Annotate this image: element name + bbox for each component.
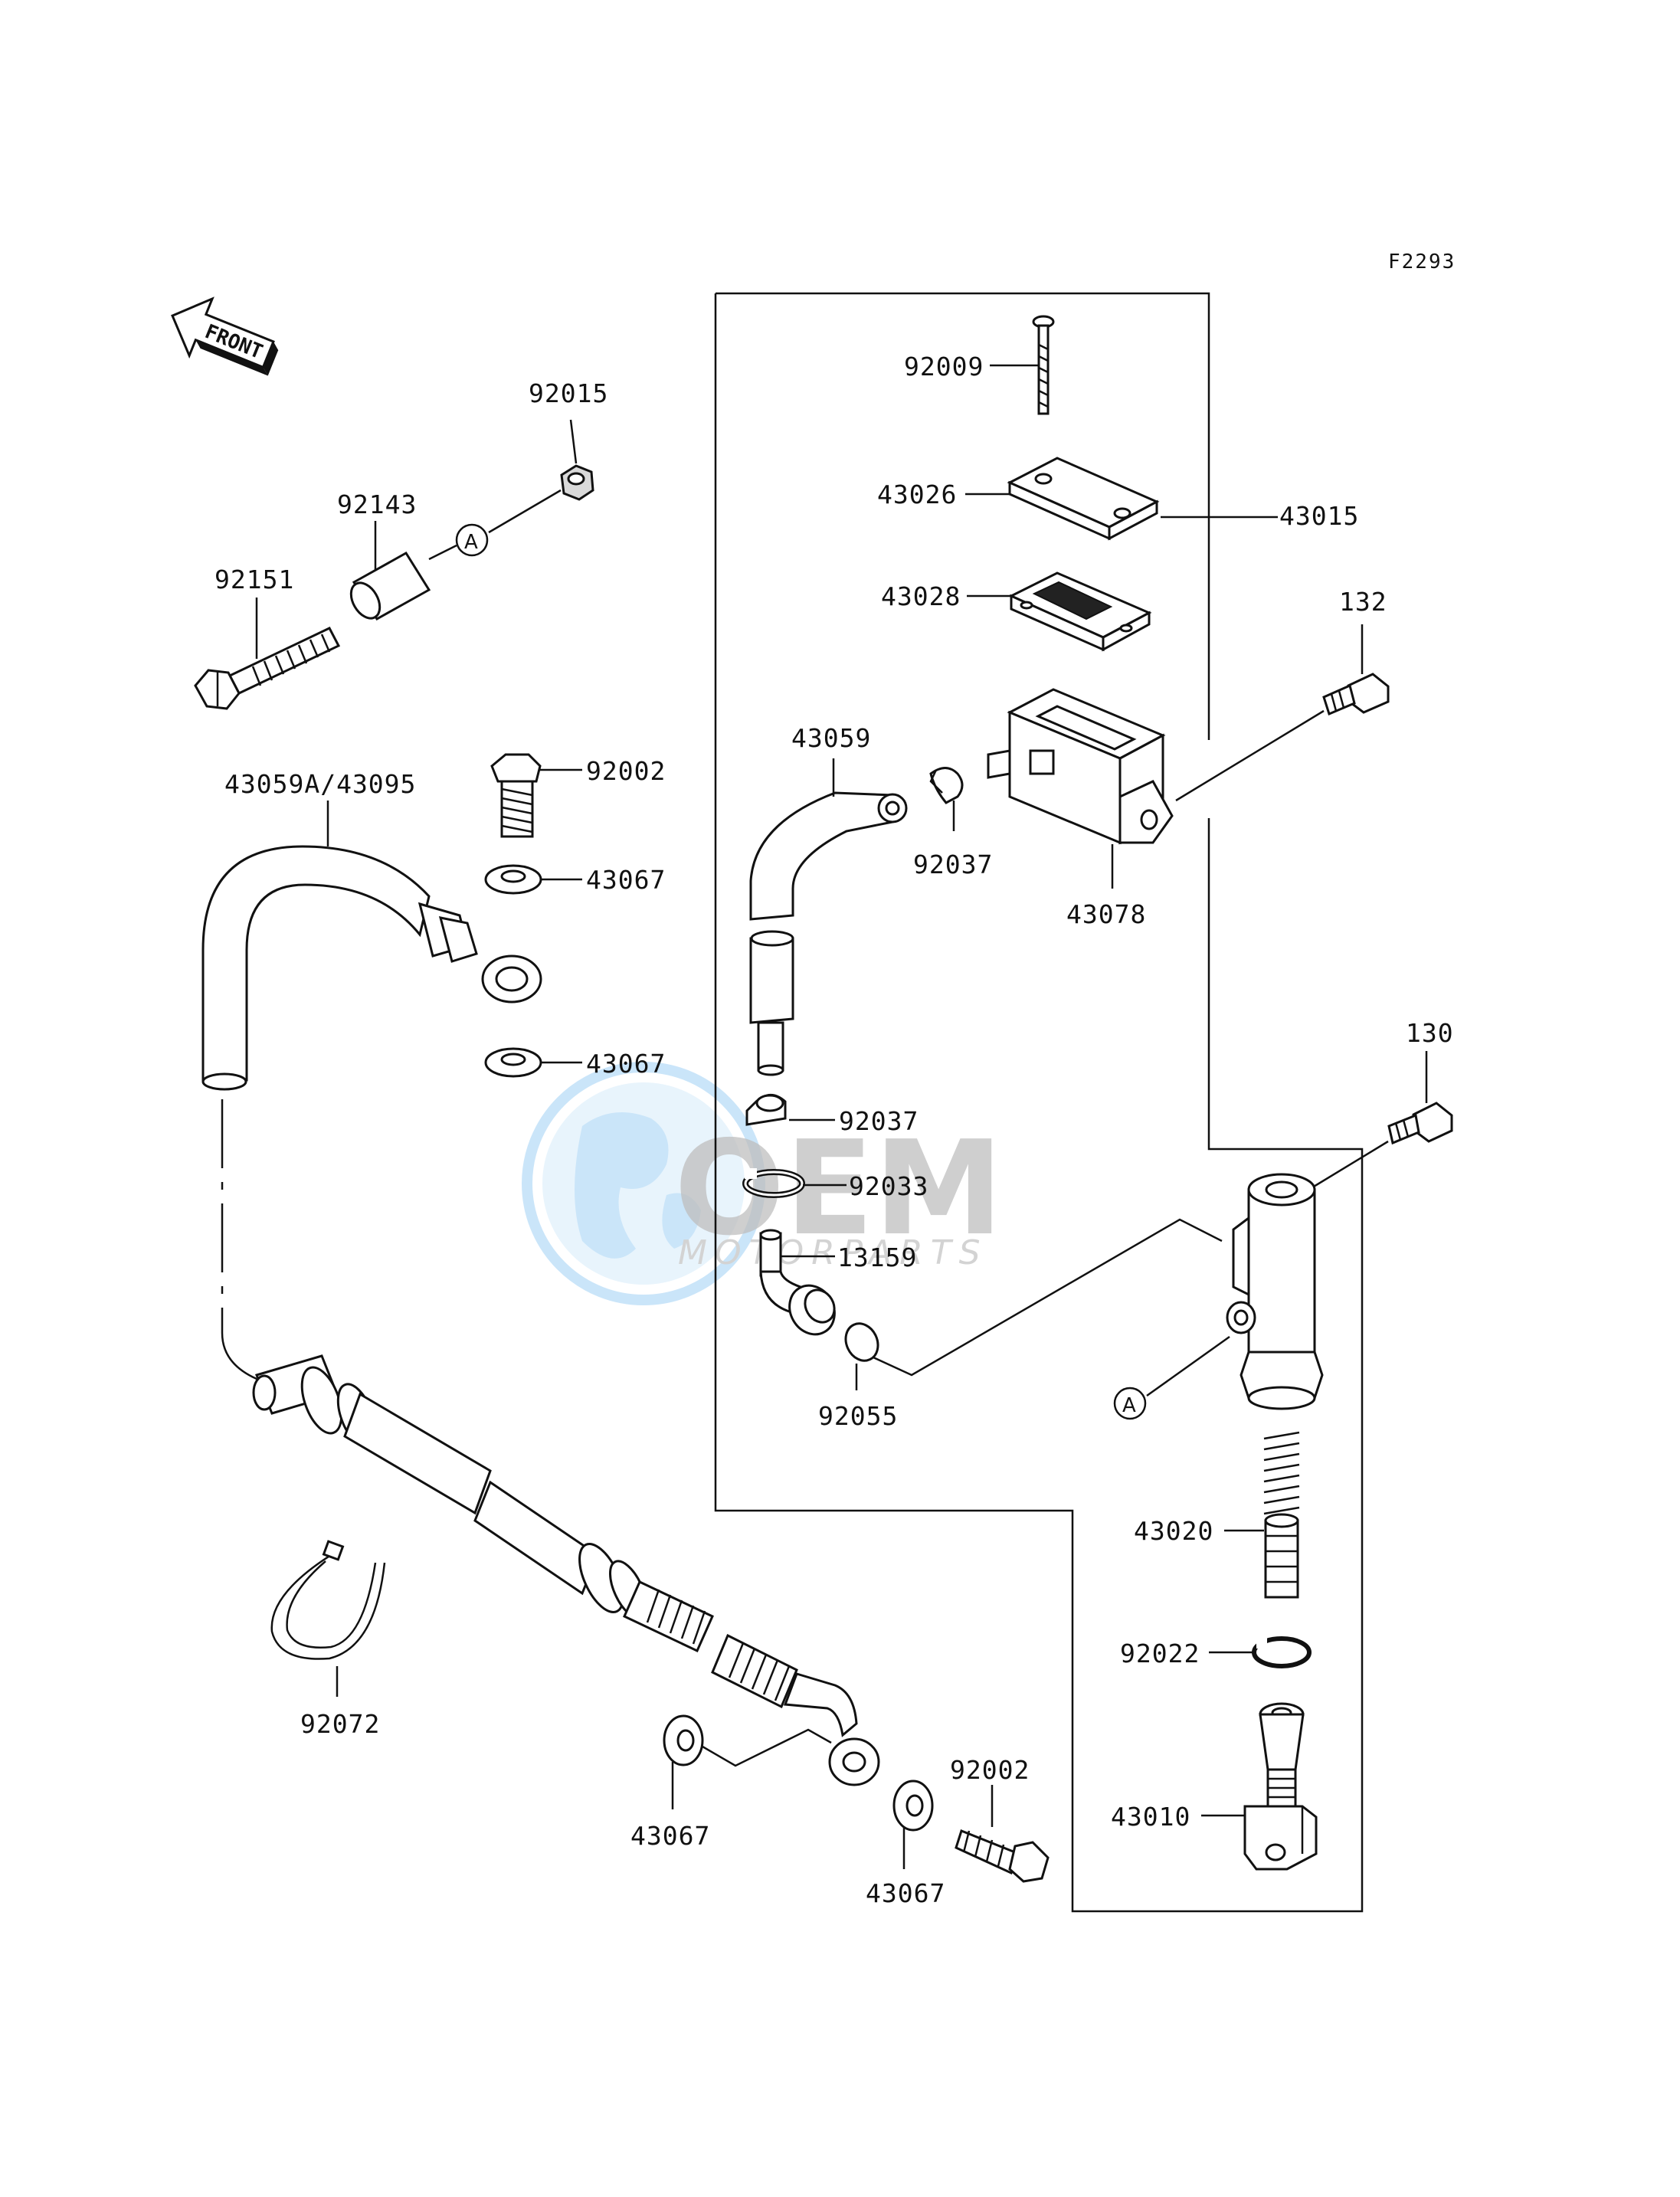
watermark-brand: OEM bbox=[674, 1113, 1004, 1265]
part-43067-washer-a bbox=[484, 864, 542, 895]
label-92022: 92022 bbox=[1120, 1639, 1200, 1668]
part-130-bolt bbox=[1387, 1102, 1453, 1145]
part-92009-screw bbox=[1032, 315, 1055, 415]
svg-text:A: A bbox=[464, 531, 478, 554]
part-92037-clip-b bbox=[745, 1094, 787, 1126]
part-43028-diaphragm bbox=[1008, 571, 1152, 652]
label-92009: 92009 bbox=[904, 352, 984, 381]
label-43010: 43010 bbox=[1111, 1802, 1190, 1832]
assembly-box bbox=[714, 292, 1364, 1913]
label-92002-bottom: 92002 bbox=[950, 1755, 1030, 1785]
part-master-cylinder bbox=[1226, 1173, 1324, 1410]
part-92037-clip-a bbox=[929, 767, 964, 804]
part-92072-clamp bbox=[270, 1540, 386, 1660]
label-43015: 43015 bbox=[1279, 501, 1359, 531]
label-92055: 92055 bbox=[818, 1401, 898, 1431]
label-92143: 92143 bbox=[337, 489, 417, 519]
label-92037-b: 92037 bbox=[839, 1106, 919, 1136]
watermark-sub: MOTORPARTS bbox=[678, 1233, 988, 1272]
label-92037-a: 92037 bbox=[913, 850, 993, 879]
label-43059: 43059 bbox=[791, 723, 871, 753]
label-43067-a: 43067 bbox=[586, 865, 666, 895]
label-43059a-43095: 43059A/43095 bbox=[224, 769, 416, 799]
part-hose-lower bbox=[252, 1354, 880, 1786]
part-43067-washer-c bbox=[663, 1714, 704, 1766]
part-92015-nut bbox=[560, 464, 594, 501]
part-92002-top-banjo-bolt bbox=[490, 753, 542, 838]
part-43010-push-rod bbox=[1243, 1702, 1318, 1871]
label-13159: 13159 bbox=[837, 1243, 917, 1272]
part-43067-washer-d bbox=[892, 1780, 934, 1832]
ref-marker-a-top: A bbox=[455, 523, 489, 557]
part-43078-reservoir bbox=[987, 688, 1174, 845]
label-92033: 92033 bbox=[849, 1171, 928, 1201]
part-132-bolt bbox=[1322, 673, 1390, 716]
front-arrow-icon: FRONT bbox=[171, 296, 279, 376]
watermark: OEM MOTORPARTS bbox=[522, 1062, 1004, 1305]
part-43020-piston-spring bbox=[1263, 1431, 1300, 1599]
label-43028: 43028 bbox=[881, 581, 961, 611]
label-43067-c: 43067 bbox=[630, 1821, 710, 1851]
label-92002-top: 92002 bbox=[586, 756, 666, 786]
part-13159-fitting bbox=[759, 1229, 836, 1336]
part-92143-collar bbox=[349, 551, 431, 621]
part-92055-o-ring bbox=[844, 1322, 879, 1362]
label-43026: 43026 bbox=[877, 480, 957, 509]
diagram-code: F2293 bbox=[1388, 250, 1456, 273]
part-43026-cap bbox=[1007, 457, 1160, 541]
part-92033-circlip bbox=[742, 1168, 805, 1198]
svg-text:A: A bbox=[1122, 1394, 1136, 1417]
part-92022-circlip bbox=[1252, 1636, 1312, 1668]
label-132: 132 bbox=[1339, 587, 1387, 617]
label-92015: 92015 bbox=[529, 378, 608, 408]
label-43078: 43078 bbox=[1066, 899, 1146, 929]
ref-marker-a-bottom: A bbox=[1113, 1387, 1147, 1420]
label-92072: 92072 bbox=[300, 1709, 380, 1739]
part-43067-washer-b bbox=[484, 1047, 542, 1078]
label-92151: 92151 bbox=[215, 565, 294, 594]
label-43067-d: 43067 bbox=[866, 1878, 945, 1908]
part-43059a-43095-brake-hose bbox=[201, 845, 542, 1091]
label-130: 130 bbox=[1406, 1018, 1454, 1048]
label-43067-b: 43067 bbox=[586, 1049, 666, 1079]
part-92002-bottom-banjo-bolt bbox=[955, 1829, 1050, 1883]
label-43020: 43020 bbox=[1134, 1516, 1213, 1546]
part-92151-bolt bbox=[194, 627, 341, 710]
part-43059-reservoir-hose bbox=[749, 791, 908, 1076]
